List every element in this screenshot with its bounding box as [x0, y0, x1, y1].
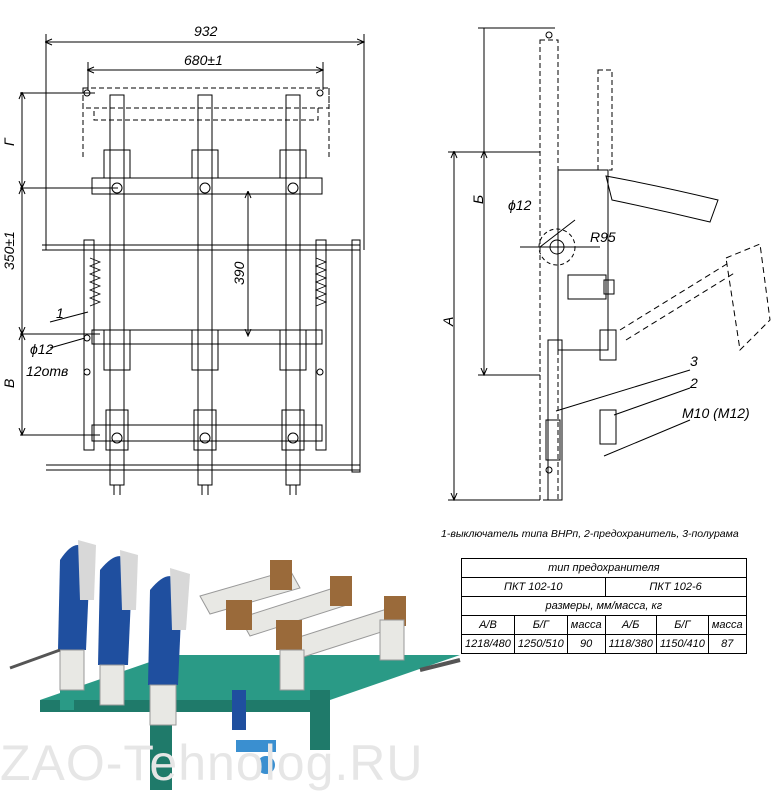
spec-subheader: размеры, мм/масса, кг	[461, 596, 747, 616]
table-cell: 87	[707, 634, 747, 654]
watermark: ZAO-Tehnolog.RU	[0, 735, 424, 791]
col-header: масса	[707, 615, 747, 635]
col-header: Б/Г	[513, 615, 568, 635]
spec-table: тип предохранителя ПКТ 102-10 ПКТ 102-6 …	[461, 558, 747, 654]
callout-2: 2	[689, 375, 698, 391]
table-cell: 90	[566, 634, 606, 654]
dim-label-b: Б	[470, 195, 486, 204]
dim-label-v: В	[1, 379, 17, 388]
side-view	[448, 27, 771, 500]
col-header: Б/Г	[655, 615, 709, 635]
table-cell: 1218/480	[461, 634, 515, 654]
pole-1	[103, 94, 131, 495]
hole-diameter-front: ϕ12	[30, 341, 54, 357]
callout-3: 3	[690, 353, 698, 369]
front-view	[20, 34, 364, 495]
pole-2	[191, 94, 219, 495]
radius-label: R95	[590, 229, 616, 245]
fuse-type-b: ПКТ 102-6	[604, 577, 747, 597]
bolt-label: M10 (M12)	[682, 405, 750, 421]
dim-label-a: А	[440, 317, 456, 327]
dim-height-390: 390	[231, 261, 247, 285]
col-header: А/В	[461, 615, 515, 635]
dim-pitch: 680±1	[184, 52, 223, 68]
col-header: масса	[566, 615, 606, 635]
col-header: А/Б	[604, 615, 657, 635]
hole-diameter-side: ϕ12	[508, 197, 532, 213]
pole-3	[279, 94, 307, 495]
hole-count: 12отв	[26, 363, 68, 379]
fuse-type-a: ПКТ 102-10	[461, 577, 606, 597]
callout-1: 1	[56, 305, 64, 321]
legend-caption: 1-выключатель типа ВНРп, 2-предохранител…	[441, 528, 739, 540]
table-cell: 1150/410	[655, 634, 709, 654]
product-illustration	[9, 540, 461, 790]
dim-height-350: 350±1	[1, 231, 17, 270]
spec-header: тип предохранителя	[461, 558, 747, 578]
dim-label-g: Г	[1, 137, 17, 146]
table-cell: 1118/380	[604, 634, 657, 654]
dim-overall-width: 932	[194, 23, 218, 39]
table-cell: 1250/510	[513, 634, 568, 654]
